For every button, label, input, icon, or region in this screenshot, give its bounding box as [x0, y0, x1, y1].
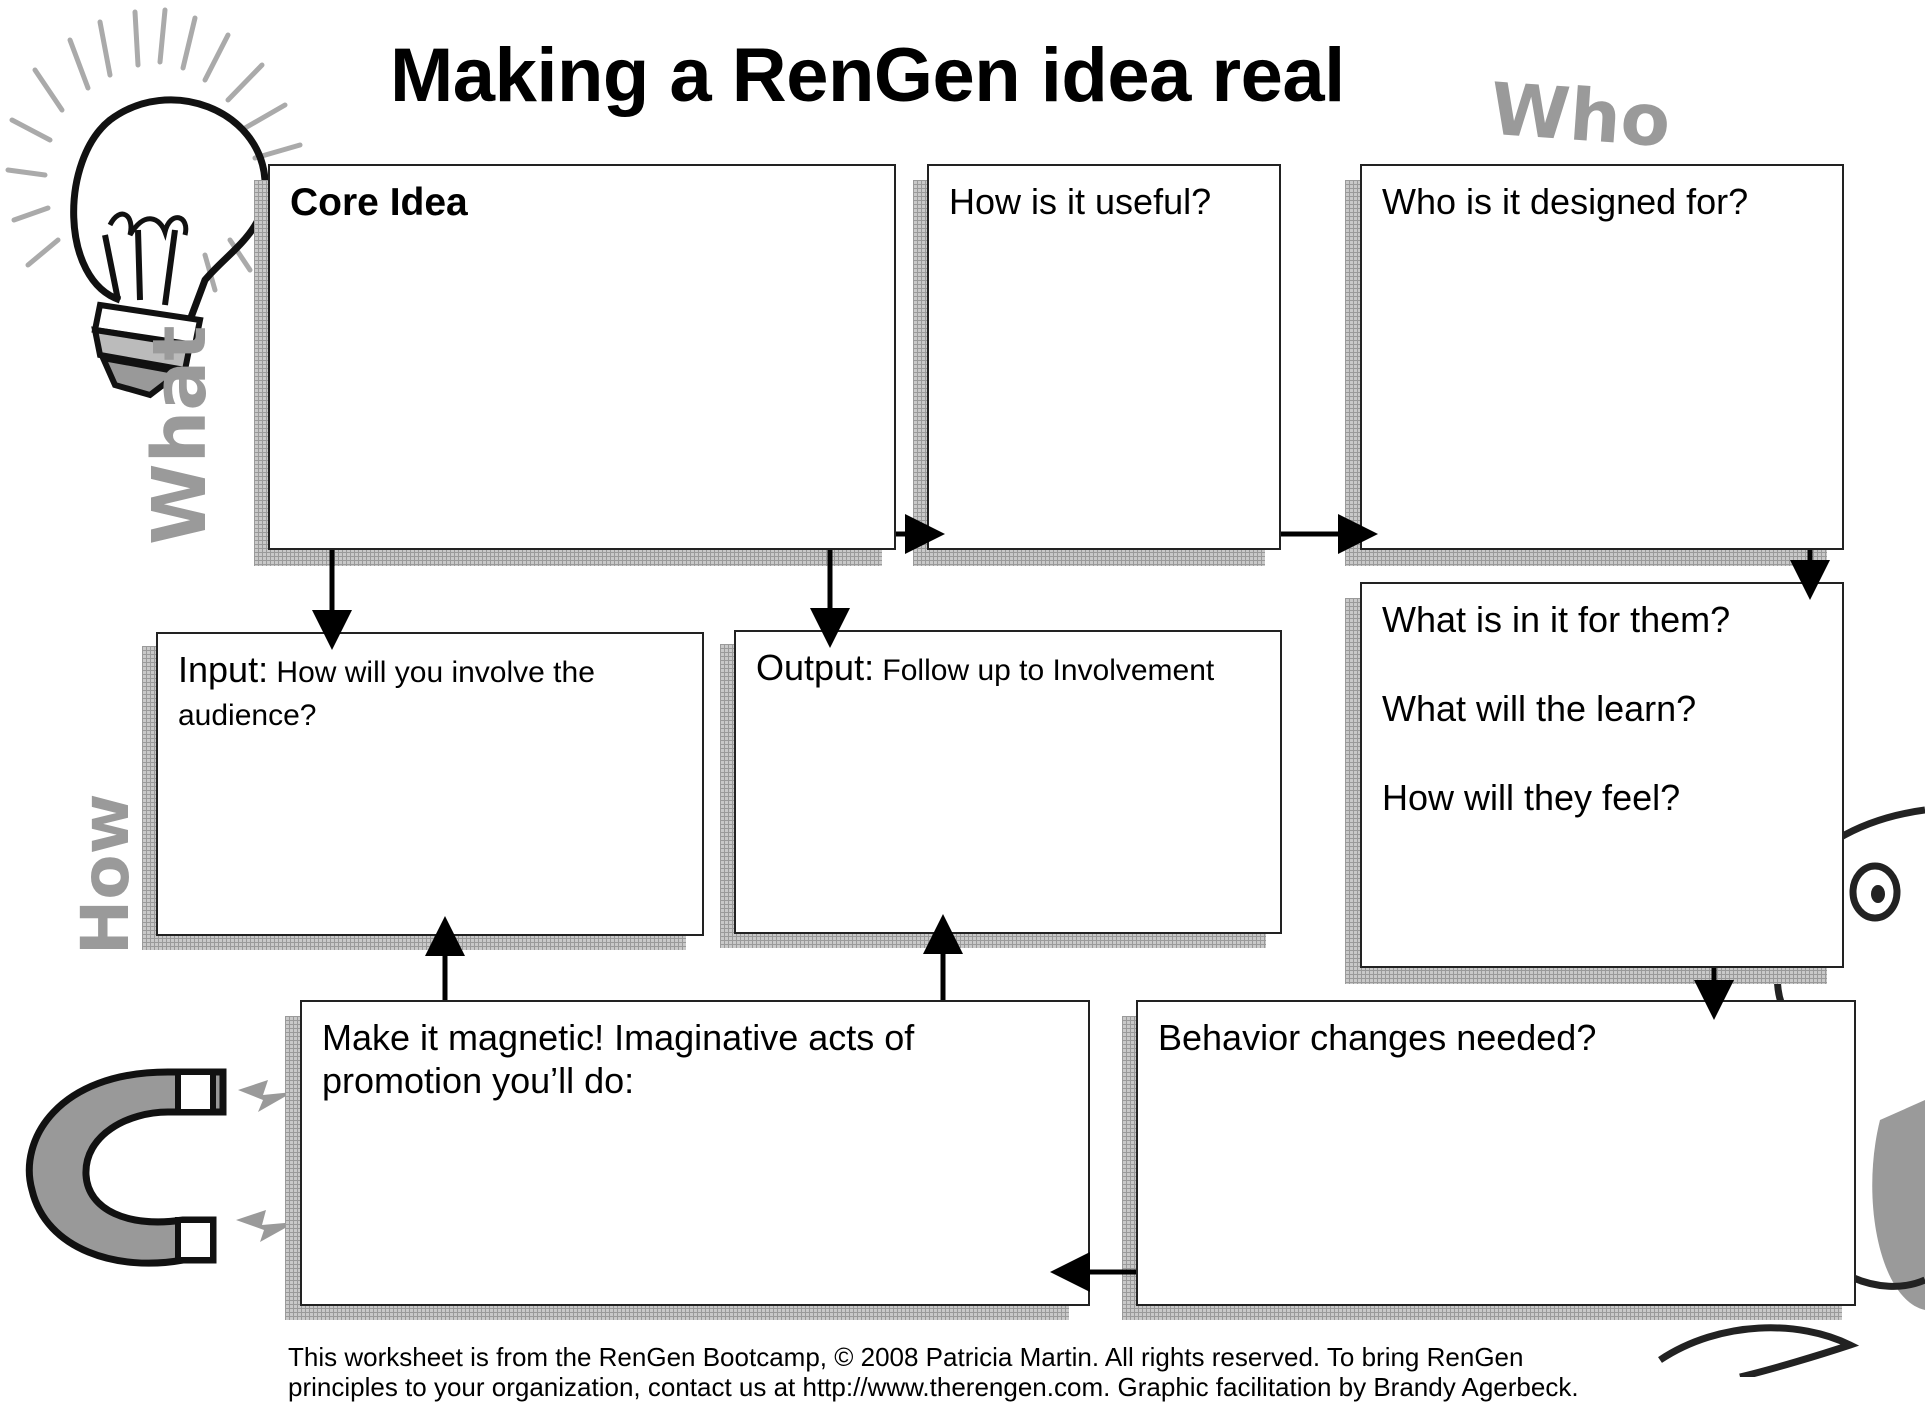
how-doodle-label-wrap: How — [67, 793, 140, 955]
what-doodle-label: What — [137, 325, 223, 545]
footer-line-1: This worksheet is from the RenGen Bootca… — [288, 1342, 1524, 1372]
how-useful-box: How is it useful? — [927, 164, 1281, 550]
output-label-detail: Follow up to Involvement — [874, 654, 1215, 687]
who-doodle-label: Who — [1488, 67, 1674, 163]
core-idea-box: Core Idea — [268, 164, 896, 550]
designed-for-box: Who is it designed for? — [1360, 164, 1844, 550]
output-box: Output: Follow up to Involvement — [734, 630, 1282, 934]
behavior-label: Behavior changes needed? — [1158, 1017, 1597, 1058]
question-what-learn: What will the learn? — [1382, 688, 1697, 730]
lightbulb-icon: What — [5, 7, 303, 545]
input-label-lead: Input: — [178, 649, 269, 690]
question-how-feel: How will they feel? — [1382, 777, 1681, 819]
who-doodle-label-wrap: Who — [1488, 67, 1674, 163]
behavior-box: Behavior changes needed? — [1136, 1000, 1856, 1306]
in-it-for-them-questions: What is in it for them? What will the le… — [1382, 598, 1828, 866]
input-label: Input: How will you involve the audience… — [178, 648, 688, 734]
how-useful-label: How is it useful? — [949, 181, 1212, 222]
input-label-question: How will you involve the audience? — [178, 656, 595, 733]
question-in-it-for-them: What is in it for them? — [1382, 599, 1731, 640]
how-doodle-label: How — [67, 793, 140, 955]
output-label: Output: Follow up to Involvement — [756, 646, 1266, 689]
core-idea-label: Core Idea — [290, 181, 468, 224]
magnet-icon — [25, 1068, 296, 1267]
designed-for-label: Who is it designed for? — [1382, 181, 1749, 222]
in-it-for-them-box: What is in it for them? What will the le… — [1360, 582, 1844, 968]
magnetic-label: Make it magnetic! Imaginative acts of pr… — [322, 1017, 915, 1102]
footer-credit: This worksheet is from the RenGen Bootca… — [288, 1342, 1668, 1402]
page-title: Making a RenGen idea real — [390, 33, 1345, 118]
input-box: Input: How will you involve the audience… — [156, 632, 704, 936]
output-label-lead: Output: — [756, 647, 875, 688]
magnetic-box: Make it magnetic! Imaginative acts of pr… — [300, 1000, 1090, 1306]
